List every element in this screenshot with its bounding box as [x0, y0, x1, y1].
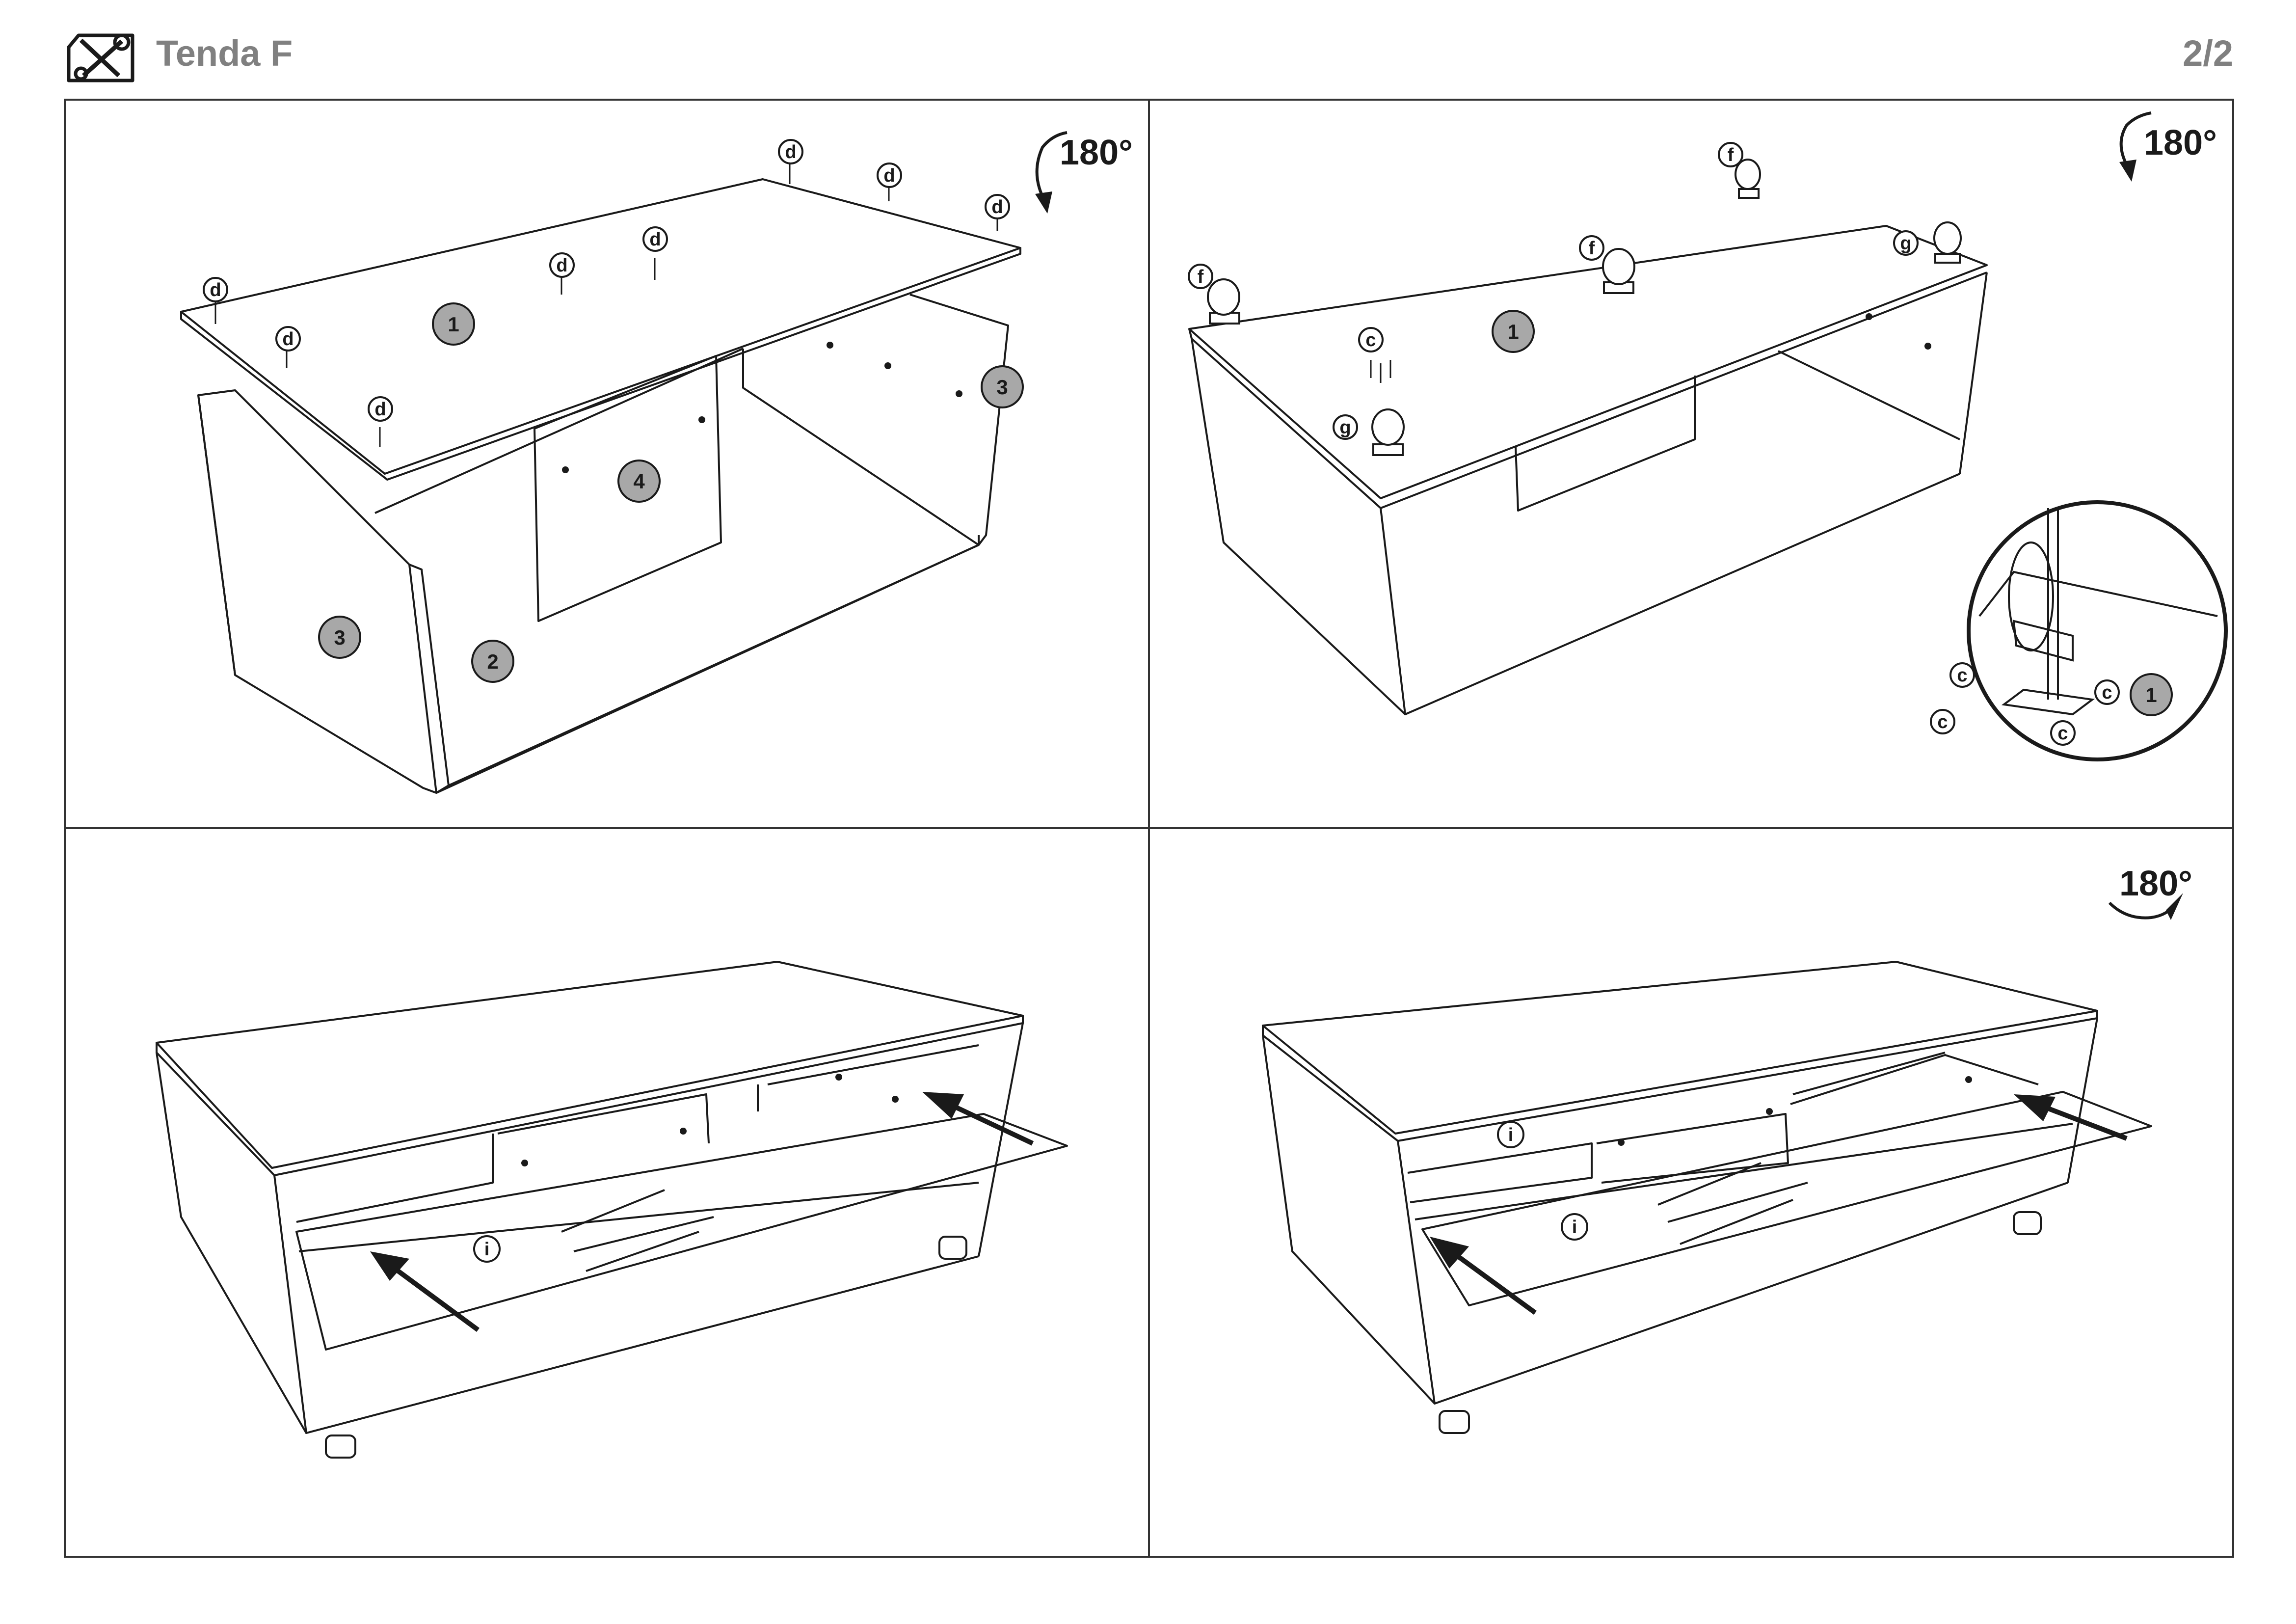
- svg-text:3: 3: [334, 626, 345, 649]
- rotation-label: 180°: [2144, 123, 2217, 162]
- svg-text:d: d: [374, 399, 386, 420]
- hardware-label-g: g: [1893, 230, 1919, 256]
- step-4-illustration: 180° i i: [1262, 864, 2192, 1434]
- hardware-label-f: f: [1579, 235, 1604, 261]
- hardware-label-d: d: [642, 226, 668, 252]
- svg-text:f: f: [1728, 145, 1734, 165]
- svg-text:d: d: [556, 255, 567, 276]
- part-badge-2: 2: [471, 640, 514, 683]
- hardware-label-g: g: [1333, 414, 1358, 440]
- document-title: Tenda F: [156, 33, 293, 74]
- hardware-label-c: c: [1358, 327, 1384, 352]
- svg-text:4: 4: [633, 470, 645, 493]
- part-badge-3: 3: [981, 365, 1024, 408]
- rotation-label: 180°: [1060, 133, 1133, 172]
- svg-text:f: f: [1589, 238, 1595, 259]
- svg-text:f: f: [1198, 267, 1204, 287]
- tools-icon: [64, 30, 137, 85]
- svg-text:1: 1: [1507, 320, 1519, 343]
- hardware-label-d: d: [275, 326, 301, 352]
- hardware-label-d: d: [203, 277, 228, 302]
- svg-text:2: 2: [487, 650, 498, 673]
- hardware-label-d: d: [877, 162, 902, 188]
- hardware-label-f: f: [1718, 142, 1743, 167]
- svg-text:c: c: [2102, 682, 2112, 703]
- page-number: 2/2: [2183, 33, 2233, 74]
- part-badge-1: 1: [1492, 310, 1535, 353]
- step-1-illustration: 180° d d d d d d d d 1 2 3 3 4: [180, 131, 1133, 794]
- svg-text:d: d: [210, 280, 221, 300]
- hardware-label-c: c: [2094, 679, 2120, 705]
- svg-text:d: d: [785, 142, 796, 162]
- svg-text:c: c: [1365, 330, 1376, 351]
- hardware-label-d: d: [368, 396, 393, 422]
- svg-text:g: g: [1339, 417, 1351, 438]
- step-3-illustration: i: [156, 961, 1068, 1459]
- rotation-label: 180°: [2119, 864, 2192, 903]
- svg-text:d: d: [883, 165, 895, 186]
- svg-text:g: g: [1900, 233, 1911, 254]
- hardware-label-c: c: [1930, 709, 1955, 734]
- svg-text:d: d: [282, 329, 294, 350]
- hardware-label-d: d: [985, 194, 1010, 219]
- svg-text:c: c: [1937, 712, 1948, 732]
- svg-text:c: c: [1957, 665, 1967, 686]
- hardware-label-d: d: [778, 139, 803, 164]
- svg-text:d: d: [649, 229, 661, 250]
- svg-text:1: 1: [448, 313, 459, 336]
- svg-text:i: i: [1508, 1125, 1514, 1145]
- svg-text:1: 1: [2145, 683, 2157, 706]
- detail-callout: [1967, 500, 2228, 761]
- hardware-label-i: i: [1561, 1213, 1588, 1241]
- part-badge-1: 1: [2130, 673, 2173, 716]
- svg-text:3: 3: [996, 376, 1008, 399]
- part-badge-1: 1: [432, 302, 475, 346]
- hardware-label-f: f: [1188, 264, 1213, 289]
- hardware-label-i: i: [1497, 1121, 1524, 1148]
- part-badge-4: 4: [617, 460, 661, 503]
- step-2-illustration: 180° c c c c c f f f g g 1 1: [1188, 111, 2228, 761]
- hardware-label-c: c: [1949, 662, 1975, 688]
- svg-text:d: d: [991, 197, 1003, 217]
- part-badge-3: 3: [318, 616, 361, 659]
- svg-text:c: c: [2057, 723, 2068, 744]
- hardware-label-i: i: [473, 1235, 501, 1263]
- svg-text:i: i: [484, 1239, 490, 1260]
- hardware-label-c: c: [2050, 720, 2076, 746]
- svg-text:i: i: [1572, 1217, 1577, 1238]
- hardware-label-d: d: [549, 252, 575, 278]
